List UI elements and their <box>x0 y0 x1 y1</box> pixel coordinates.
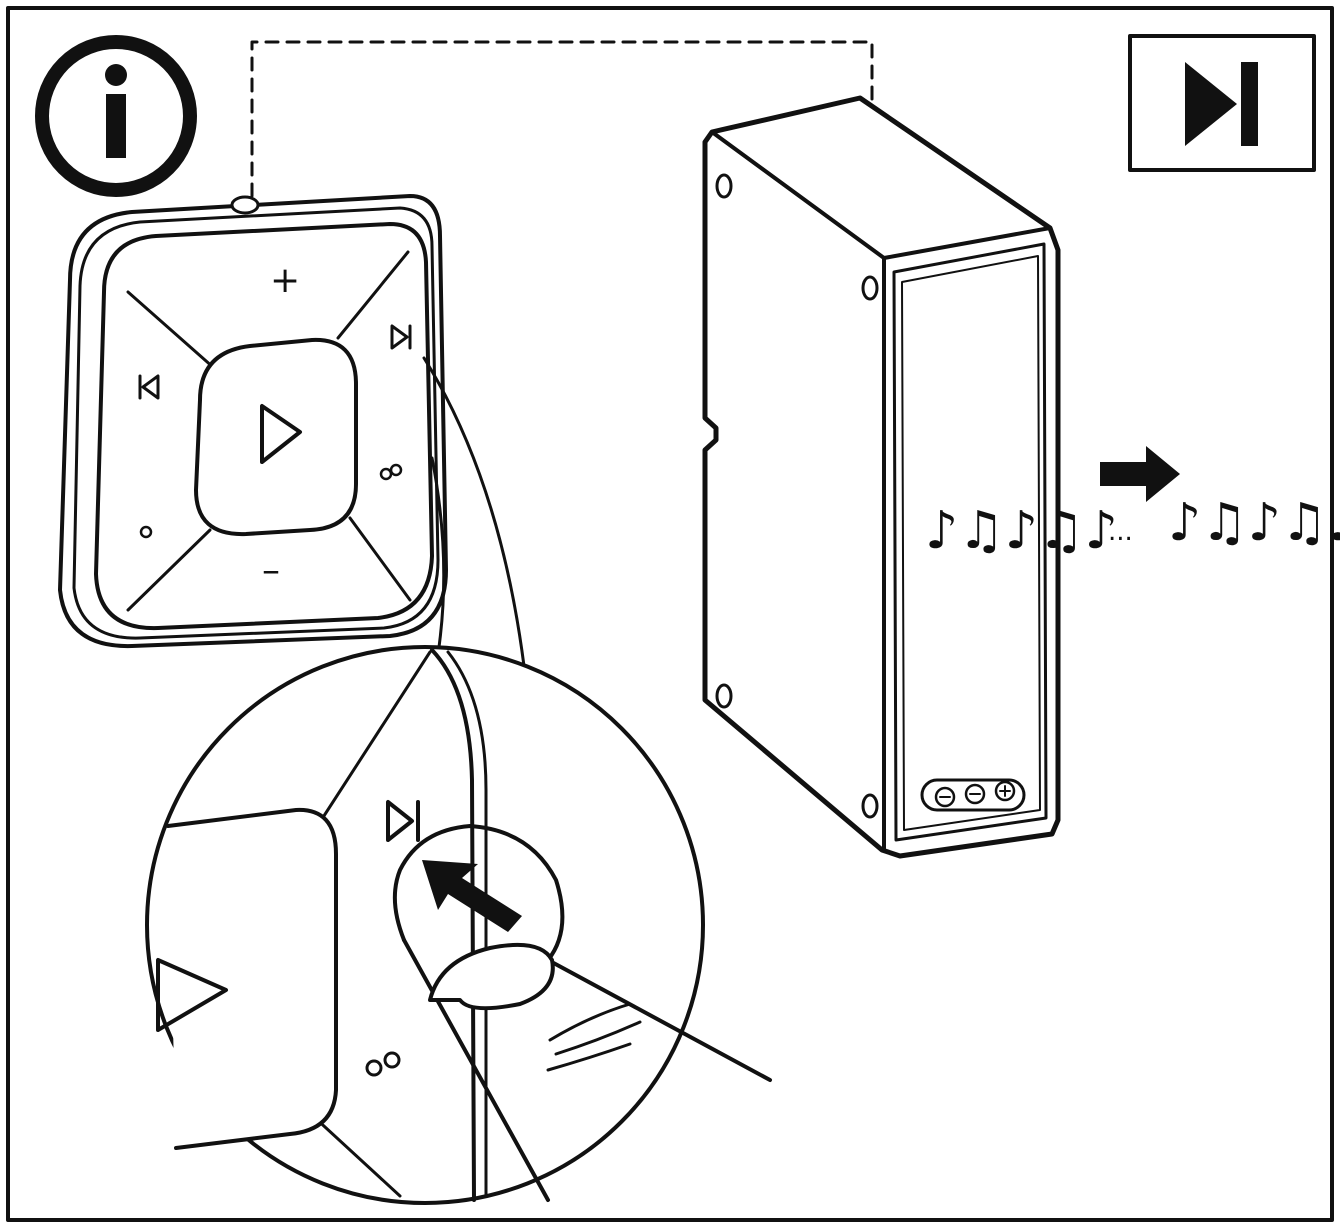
zoom-detail <box>145 645 705 1205</box>
next-track-icon <box>390 324 412 350</box>
speaker-screw <box>715 683 733 709</box>
remote-plus-label: + <box>270 260 300 301</box>
play-icon <box>156 958 228 1032</box>
speaker-plus-button <box>994 780 1016 802</box>
speaker-screw <box>861 275 879 301</box>
fingernail <box>428 942 555 1011</box>
zoom-callout-line <box>430 456 446 656</box>
power-icon <box>139 525 153 539</box>
next-track-box <box>1128 34 1316 172</box>
speaker-minus-button <box>934 786 956 808</box>
speaker-screw <box>861 793 879 819</box>
speaker-link-button <box>964 783 986 805</box>
arrow-right-icon <box>1100 446 1180 502</box>
music-notes-before: ♪♫♪♫♪ <box>925 501 1118 561</box>
music-notes-after: ♪♫♪♫♪ <box>1168 493 1340 553</box>
remote-lanyard-hole <box>230 195 260 215</box>
finger <box>392 824 772 1202</box>
play-icon <box>260 404 302 464</box>
speaker-front-grille <box>892 242 1048 842</box>
previous-track-icon <box>138 374 160 400</box>
speaker <box>702 95 1061 859</box>
ellipsis-text: ... <box>1108 517 1133 547</box>
link-icon <box>365 1051 401 1077</box>
next-track-icon <box>1185 62 1258 146</box>
remote-control: + – <box>58 194 448 649</box>
zoom-callout-line <box>422 356 526 668</box>
remote-play-button <box>194 337 358 537</box>
speaker-screw <box>715 173 733 199</box>
press-arrow-icon <box>422 860 522 932</box>
speaker-control-panel <box>920 778 1026 812</box>
remote-minus-label: – <box>262 550 280 591</box>
speaker-body <box>702 95 1061 859</box>
next-track-icon <box>386 800 420 842</box>
frame-border <box>6 6 1334 1222</box>
info-icon <box>35 35 197 197</box>
link-icon <box>379 463 403 481</box>
